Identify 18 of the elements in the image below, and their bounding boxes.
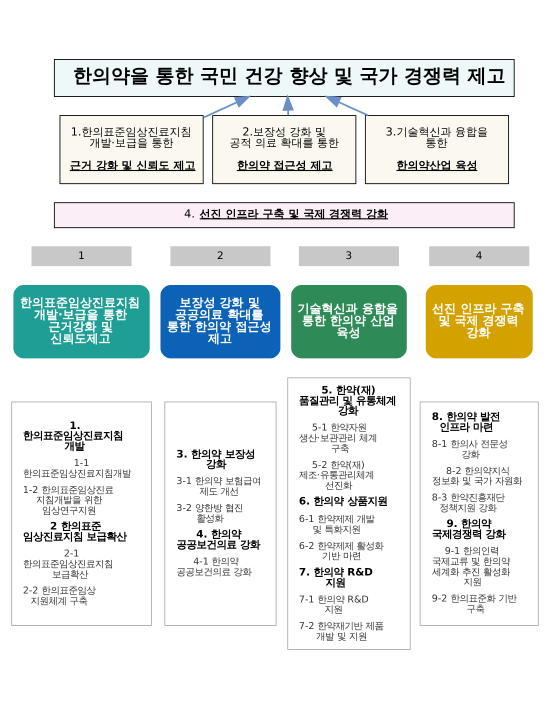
node-box: 보장성 강화 및 공공의료 확대를 통한 한의약 접근성 제고: [160, 284, 282, 360]
node-box: 2.보장성 강화 및 공적 의료 확대를 통한 한의약 접근성 제고: [212, 115, 356, 184]
node-box: 4. 선진 인프라 구축 및 국제 경쟁력 강화: [54, 202, 515, 228]
node-box: 선진 인프라 구축 및 국제 경쟁력 강화: [424, 284, 534, 360]
node-box: 1: [32, 246, 132, 266]
node-box: 4: [429, 246, 530, 266]
node-box: 한의표준임상진료지침 개발·보급을 통한 근거강화 및 신뢰도제고: [12, 284, 151, 360]
arrow: [203, 96, 252, 118]
node-box: 1. 한의표준임상진료지침 개발 1-1 한의표준임상진료지침개발 1-2 한의표준임상진료지침개발을 위한 임상연구지원 2 한의표준 임상진료지침 보급확산 2-1 한의표준임상진료지침 보급확산 2-2 한의표준임상 지원체계 구축: [11, 402, 152, 626]
node-box: 1.한의표준임상진료지침 개발·보급을 통한 근거 강화 및 신뢰도 제고: [60, 115, 204, 184]
node-box: 3.기술혁신과 융합을 통한 한의약산업 육성: [364, 115, 510, 184]
node-box: 8. 한의약 발전 인프라 마련 8-1 한의사 전문성 강화 8-2 한의약지식 정보화 및 국가 자원화 8-3 한약진흥재단 정책지원 강화 9. 한의약 국제경쟁력 강화 9-1 한의인력 국제교류 및 한의약 세계화 추진 활성화 지원 9-2 한의표준화 기반 구축: [420, 402, 539, 626]
node-box: 5. 한약(재) 품질관리 및 유통체계 강화 5-1 한약자원 생산·보관관리 체계 구축 5-2 한약(재) 제조·유통관리체계 선진화 6. 한의약 상품지원 6-1 한약제제 개발 및 특화지원 6-2 한약제제 활성화 기반 마련 7. 한의약 R&D 지원 7-1 한의약 R&D 지원 7-2 한약재기반 제품 개발 및 지원: [287, 377, 411, 650]
node-box: 3: [298, 246, 400, 266]
node-box: 기술혁신과 융합을 통한 한의약 산업 육성: [290, 284, 408, 360]
node-box: 2: [170, 246, 270, 266]
node-box: 3. 한의약 보장성 강화 3-1 한의약 보험급여 제도 개선 3-2 양한방 협진 활성화 4. 한의약 공공보건의료 강화 4-1 한의약 공공보건의료 강화: [164, 402, 277, 626]
node-box: 한의약을 통한 국민 건강 향상 및 국가 경쟁력 제고: [54, 59, 515, 97]
